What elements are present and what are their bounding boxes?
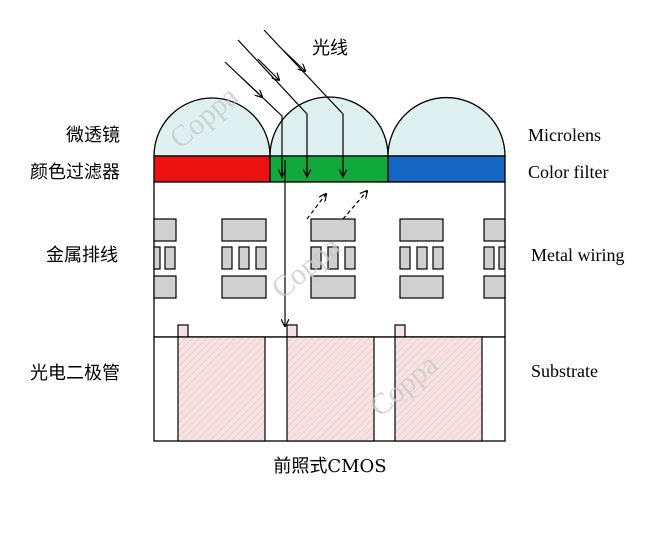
wiring-block [483, 246, 495, 270]
wiring-block [399, 246, 411, 270]
wiring-block [255, 246, 267, 270]
color-filter-green [269, 155, 389, 183]
substrate-label-en: Substrate [531, 361, 598, 381]
contact-tab [394, 324, 406, 338]
contact-tab [177, 324, 189, 338]
metal-wiring-label-cn: 金属排线 [46, 245, 118, 266]
color-filter-layer [153, 155, 506, 183]
color-filter-red [153, 155, 271, 183]
color-filter-blue [387, 155, 506, 183]
light-rays [224, 29, 367, 326]
wiring-block [483, 218, 506, 242]
microlens-center [269, 96, 389, 157]
wiring-block [221, 275, 267, 299]
wiring-block [327, 246, 339, 270]
microlens-label-cn: 微透镜 [66, 125, 120, 146]
light-label: 光线 [312, 38, 348, 59]
microlens-array [153, 96, 506, 157]
wiring-block [483, 275, 506, 299]
diagram-caption: 前照式CMOS [273, 456, 386, 477]
ray-arrow [282, 49, 305, 71]
wiring-block [498, 246, 506, 270]
ray-arrow [257, 58, 279, 80]
wiring-block [153, 275, 177, 299]
wiring-block [221, 218, 267, 242]
metal-wiring-layer [153, 181, 506, 338]
wiring-block [416, 246, 428, 270]
wiring-block [221, 246, 233, 270]
microlens-label-en: Microlens [528, 125, 601, 145]
metal-wiring-label-en: Metal wiring [531, 245, 624, 265]
wiring-block [310, 218, 356, 242]
wiring-block [153, 218, 177, 242]
photodiode [394, 336, 483, 442]
photodiode [177, 336, 266, 442]
microlens-left [153, 97, 271, 157]
wiring-block [344, 246, 356, 270]
wiring-block [310, 246, 322, 270]
wiring-block [399, 218, 444, 242]
wiring-block [164, 246, 176, 270]
color-filter-label-cn: 颜色过滤器 [30, 162, 120, 183]
reflected-ray [342, 191, 367, 220]
ray-arrow [240, 76, 262, 97]
microlens-right [387, 96, 506, 157]
wiring-block [310, 275, 356, 299]
wiring-block [432, 246, 444, 270]
contact-tab [286, 324, 298, 338]
wiring-block [238, 246, 250, 270]
color-filter-label-en: Color filter [528, 162, 608, 182]
substrate-layer [153, 336, 506, 442]
photodiode-label-cn: 光电二极管 [30, 363, 120, 384]
wiring-block [399, 275, 444, 299]
photodiode [286, 336, 375, 442]
reflected-ray [306, 194, 326, 220]
wiring-block [153, 246, 161, 270]
